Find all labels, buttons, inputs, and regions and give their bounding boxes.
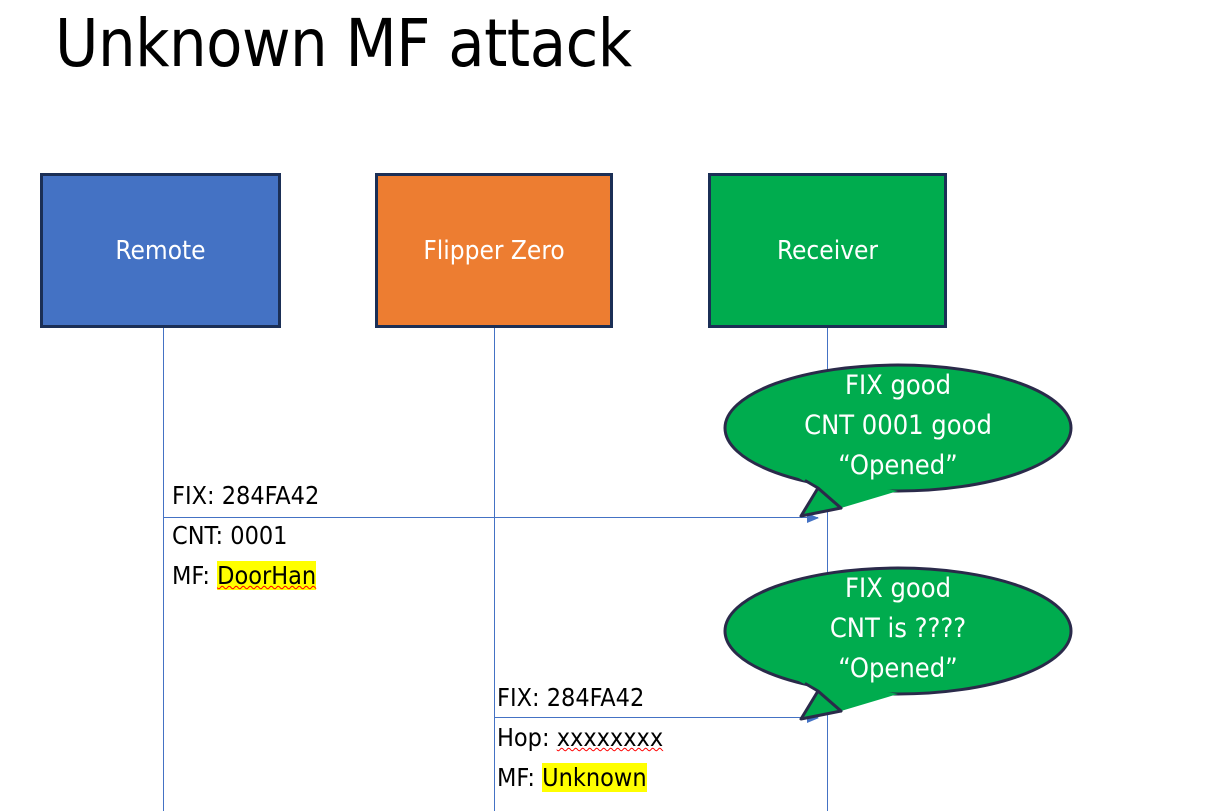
- actor-box-receiver[interactable]: Receiver: [708, 173, 947, 328]
- message-line-label: MF:: [172, 561, 210, 590]
- message-label-2: FIX: 284FA42 Hop: xxxxxxxx MF: Unknown: [497, 678, 663, 798]
- message-line-value: 0001: [230, 521, 288, 550]
- message-line-value-highlighted: DoorHan: [217, 561, 317, 590]
- message-arrow-1: [163, 512, 819, 523]
- lifeline-remote: [163, 328, 164, 811]
- message-line-label: FIX:: [172, 481, 215, 510]
- speech-bubble-2[interactable]: FIX good CNT is ???? “Opened”: [723, 565, 1073, 723]
- speech-bubble-1[interactable]: FIX good CNT 0001 good “Opened”: [723, 362, 1073, 520]
- message-line: MF: Unknown: [497, 758, 663, 798]
- actor-label-receiver: Receiver: [776, 235, 879, 266]
- actor-label-remote: Remote: [115, 235, 206, 266]
- message-line-value: 284FA42: [546, 683, 645, 712]
- message-line-label: MF:: [497, 763, 535, 792]
- message-line: FIX: 284FA42: [497, 678, 663, 718]
- message-line-label: FIX:: [497, 683, 540, 712]
- message-line: Hop: xxxxxxxx: [497, 718, 663, 758]
- message-line-value-highlighted: Unknown: [542, 763, 647, 792]
- message-line-value: 284FA42: [221, 481, 320, 510]
- actor-box-remote[interactable]: Remote: [40, 173, 281, 328]
- actor-box-flipper[interactable]: Flipper Zero: [375, 173, 613, 328]
- message-line-label: Hop:: [497, 723, 550, 752]
- message-line-label: CNT:: [172, 521, 224, 550]
- lifeline-receiver: [827, 328, 828, 811]
- message-line: MF: DoorHan: [172, 556, 319, 596]
- message-line-value: xxxxxxxx: [556, 723, 664, 752]
- message-line: CNT: 0001: [172, 516, 319, 556]
- message-label-1: FIX: 284FA42 CNT: 0001 MF: DoorHan: [172, 476, 319, 596]
- page-title: Unknown MF attack: [55, 5, 632, 82]
- message-line: FIX: 284FA42: [172, 476, 319, 516]
- lifeline-flipper: [494, 328, 495, 811]
- actor-label-flipper: Flipper Zero: [423, 235, 565, 266]
